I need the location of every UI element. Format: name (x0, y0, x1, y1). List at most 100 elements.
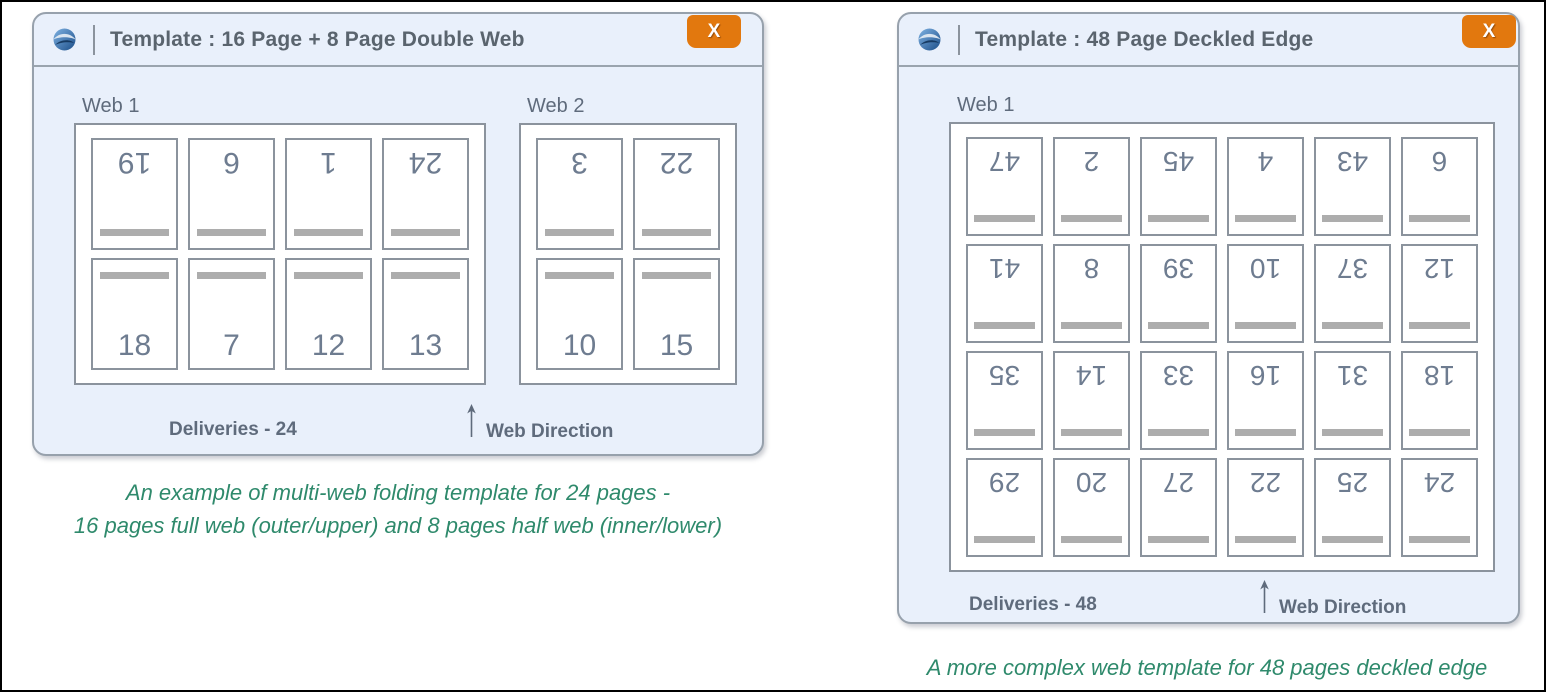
page-number: 24 (408, 146, 443, 179)
page-cell: 16 (1227, 351, 1304, 450)
spine-bar (390, 229, 461, 236)
template-window-24: Template : 16 Page + 8 Page Double Web X… (32, 12, 764, 456)
page-number: 15 (659, 329, 694, 362)
page-cell: 31 (1314, 351, 1391, 450)
spine-bar (973, 322, 1036, 329)
web-direction: Web Direction (466, 404, 613, 442)
spine-bar (1147, 322, 1210, 329)
deliveries-label: Deliveries - 48 (969, 594, 1097, 615)
spine-bar (196, 272, 267, 279)
page-cell: 43 (1314, 137, 1391, 236)
page-cell: 22 (1227, 458, 1304, 557)
page-number: 3 (571, 146, 588, 179)
web-grid: 3 22 10 15 (519, 123, 737, 385)
page-number: 22 (1249, 466, 1282, 498)
spine-bar (1147, 429, 1210, 436)
page-number: 14 (1075, 359, 1108, 391)
page-cell: 39 (1140, 244, 1217, 343)
page-number: 10 (562, 329, 597, 362)
page-cell: 18 (91, 258, 178, 370)
page-cell: 8 (1053, 244, 1130, 343)
page-cell: 27 (1140, 458, 1217, 557)
titlebar[interactable]: Template : 16 Page + 8 Page Double Web X (34, 14, 762, 67)
page-cell: 2 (1053, 137, 1130, 236)
page-number: 12 (311, 329, 346, 362)
page-cell: 22 (633, 138, 720, 250)
spine-bar (1147, 536, 1210, 543)
app-sphere-logo-icon (916, 26, 943, 53)
page-cell: 33 (1140, 351, 1217, 450)
page-number: 39 (1162, 252, 1195, 284)
spine-bar (1234, 536, 1297, 543)
spine-bar (641, 272, 712, 279)
titlebar-separator (958, 24, 960, 55)
spine-bar (973, 429, 1036, 436)
page-cell: 3 (536, 138, 623, 250)
spine-bar (1060, 322, 1123, 329)
page-cell: 25 (1314, 458, 1391, 557)
spine-bar (1060, 429, 1123, 436)
page-number: 19 (117, 146, 152, 179)
spine-bar (641, 229, 712, 236)
page-cell: 41 (966, 244, 1043, 343)
page-cell: 35 (966, 351, 1043, 450)
page-cell: 19 (91, 138, 178, 250)
page-cell: 10 (536, 258, 623, 370)
page-number: 24 (1423, 466, 1456, 498)
page-number: 8 (1083, 252, 1100, 284)
spine-bar (973, 536, 1036, 543)
web-label: Web 2 (527, 95, 585, 117)
page-cell: 4 (1227, 137, 1304, 236)
page-cell: 10 (1227, 244, 1304, 343)
caption-line: An example of multi-web folding template… (125, 480, 671, 505)
spine-bar (1408, 215, 1471, 222)
page-cell: 37 (1314, 244, 1391, 343)
close-button[interactable]: X (1462, 15, 1516, 48)
page-cell: 15 (633, 258, 720, 370)
spine-bar (1321, 536, 1384, 543)
web-label: Web 1 (957, 94, 1015, 116)
web-label: Web 1 (82, 95, 140, 117)
spine-bar (99, 272, 170, 279)
page-number: 31 (1336, 359, 1369, 391)
deliveries-label: Deliveries - 24 (169, 419, 297, 440)
page-number: 18 (1423, 359, 1456, 391)
page-number: 20 (1075, 466, 1108, 498)
titlebar[interactable]: Template : 48 Page Deckled Edge X (899, 14, 1518, 67)
spine-bar (1060, 215, 1123, 222)
spine-bar (196, 229, 267, 236)
spine-bar (1234, 215, 1297, 222)
spine-bar (1234, 429, 1297, 436)
caption-line: A more complex web template for 48 pages… (926, 655, 1488, 680)
page-number: 22 (659, 146, 694, 179)
page-number: 18 (117, 329, 152, 362)
spine-bar (1234, 322, 1297, 329)
web-direction: Web Direction (1259, 580, 1406, 618)
spine-bar (1321, 215, 1384, 222)
page-number: 29 (988, 466, 1021, 498)
spine-bar (1408, 536, 1471, 543)
web-section: Web 2 3 22 10 15 (519, 95, 737, 385)
page-cell: 7 (188, 258, 275, 370)
caption-line: 16 pages full web (outer/upper) and 8 pa… (73, 513, 723, 538)
page-number: 4 (1257, 145, 1274, 177)
page-cell: 1 (285, 138, 372, 250)
page-cell: 24 (382, 138, 469, 250)
spine-bar (973, 215, 1036, 222)
page-cell: 6 (188, 138, 275, 250)
page-cell: 6 (1401, 137, 1478, 236)
spine-bar (544, 229, 615, 236)
close-button[interactable]: X (687, 15, 741, 48)
page-number: 12 (1423, 252, 1456, 284)
page-number: 35 (988, 359, 1021, 391)
web-direction-label: Web Direction (486, 421, 614, 442)
page-cell: 14 (1053, 351, 1130, 450)
caption-48-pages: A more complex web template for 48 pages… (882, 651, 1532, 684)
page-number: 45 (1162, 145, 1195, 177)
titlebar-separator (93, 24, 95, 55)
app-sphere-logo-icon (51, 26, 78, 53)
page-number: 33 (1162, 359, 1195, 391)
